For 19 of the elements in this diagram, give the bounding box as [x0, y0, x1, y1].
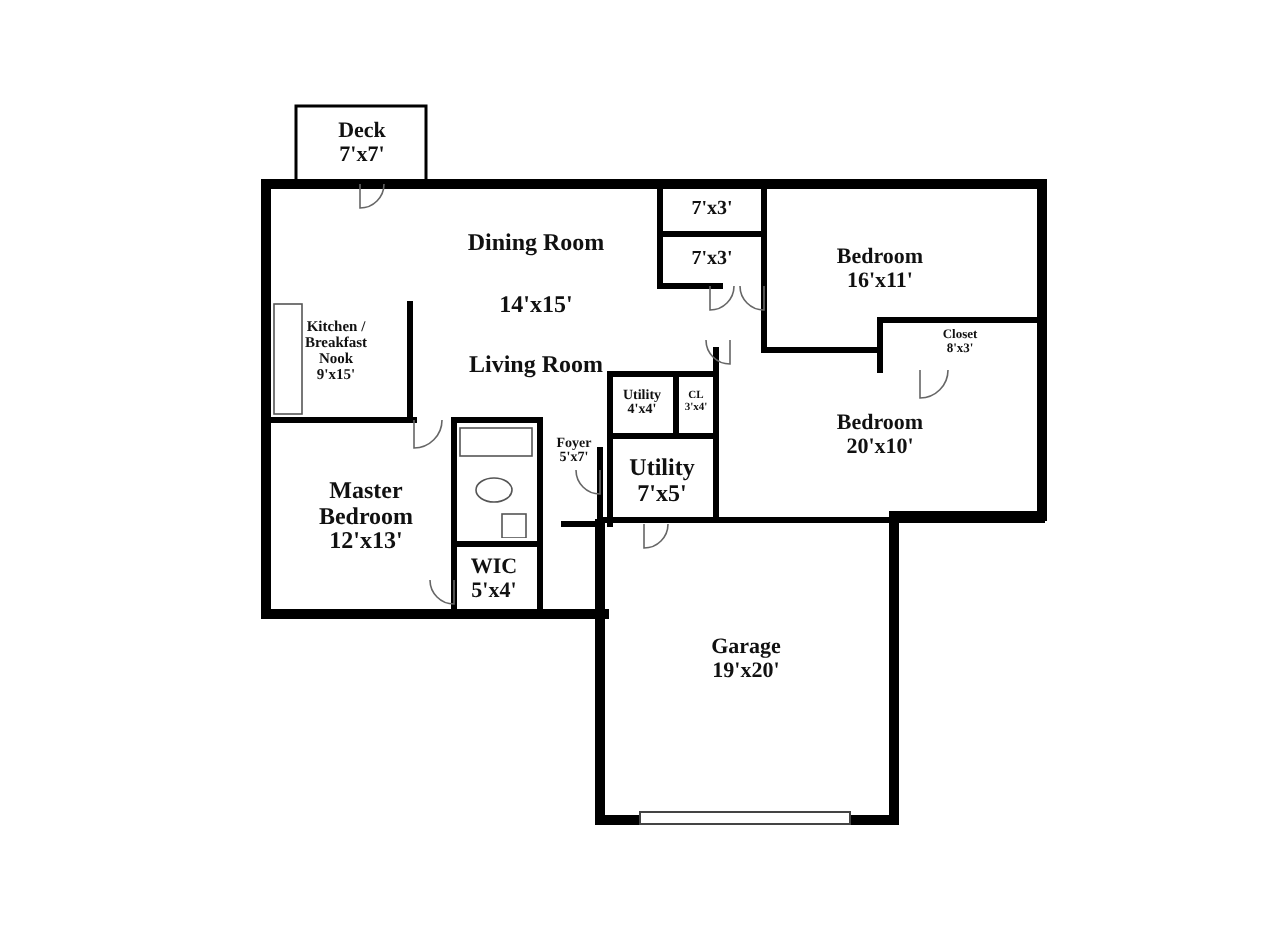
room-name: Utility: [629, 454, 695, 480]
room-dimensions: 7'x5': [637, 480, 687, 506]
room-dimensions: 20'x10': [846, 436, 914, 460]
room-name: Deck: [338, 120, 386, 144]
room-name: Bedroom: [836, 246, 924, 270]
room-name: Master Bedroom: [316, 478, 416, 529]
room-dimensions: 16'x11': [846, 270, 913, 294]
room-dimensions: 14'x15': [499, 291, 573, 317]
room-name: Dining Room: [467, 230, 605, 256]
room-dimensions: 19'x20': [712, 660, 780, 684]
room-name: Bedroom: [836, 412, 924, 436]
room-dimensions: 7'x3': [691, 249, 733, 271]
room-name: WIC: [470, 556, 518, 580]
room-dimensions: 7'x7': [339, 144, 385, 168]
room-name: Living Room: [468, 352, 603, 378]
room-dimensions: 12'x13': [329, 528, 403, 554]
room-dimensions: 5'x4': [471, 580, 517, 604]
room-dimensions: 7'x3': [691, 199, 733, 221]
room-name: Garage: [711, 636, 781, 660]
